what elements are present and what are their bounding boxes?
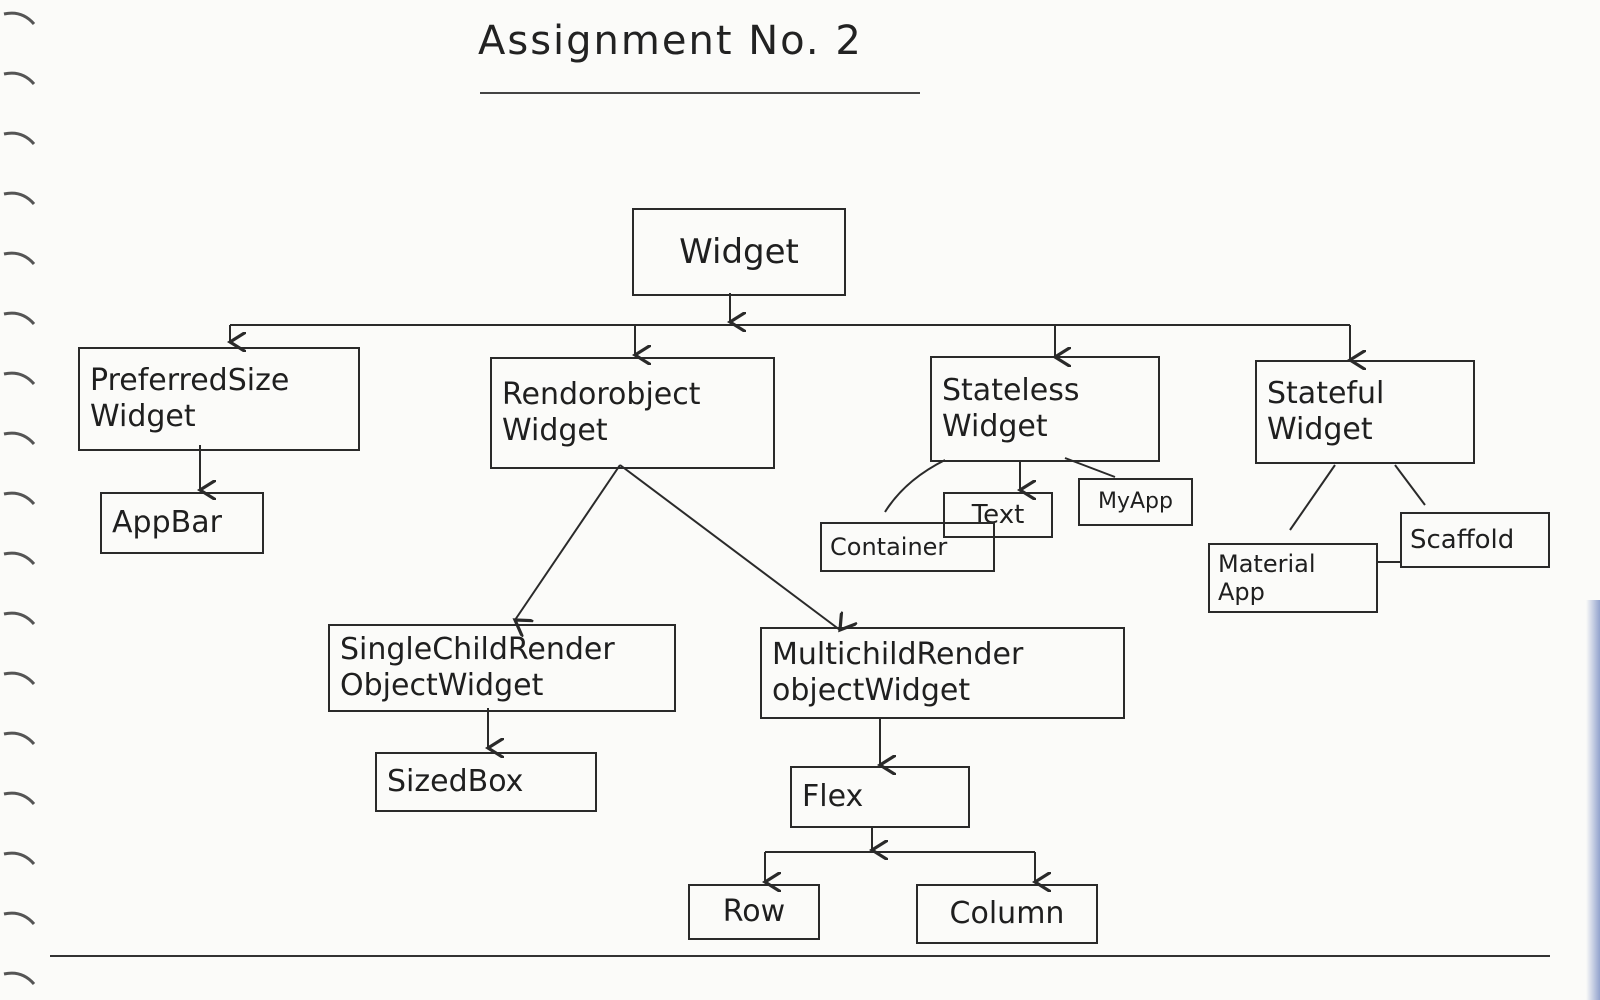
page-bottom-rule [50, 955, 1550, 957]
node-multi-child-render-object-widget: MultichildRender objectWidget [760, 627, 1125, 719]
node-single-child-render-object-widget: SingleChildRender ObjectWidget [328, 624, 676, 712]
title-underline [480, 92, 920, 94]
node-row-label: Row [722, 894, 786, 929]
node-stateful-widget: Stateful Widget [1255, 360, 1475, 464]
node-material-app-label: Material App [1218, 550, 1316, 606]
node-preferred-size-widget: PreferredSize Widget [78, 347, 360, 451]
node-my-app-label: MyApp [1098, 489, 1173, 514]
node-sized-box: SizedBox [375, 752, 597, 812]
node-stateful-widget-label: Stateful Widget [1267, 376, 1385, 447]
node-sized-box-label: SizedBox [387, 764, 524, 799]
node-render-object-widget-label: Rendorobject Widget [502, 377, 701, 448]
node-stateless-widget-label: Stateless Widget [942, 373, 1080, 444]
node-flex: Flex [790, 766, 970, 828]
node-flex-label: Flex [802, 779, 864, 814]
node-my-app: MyApp [1078, 478, 1193, 526]
node-row: Row [688, 884, 820, 940]
node-app-bar-label: AppBar [112, 505, 222, 540]
node-render-object-widget: Rendorobject Widget [490, 357, 775, 469]
node-widget-label: Widget [679, 232, 799, 272]
node-multi-child-label: MultichildRender objectWidget [772, 637, 1024, 708]
node-preferred-size-widget-label: PreferredSize Widget [90, 363, 290, 434]
node-text-label: Text [971, 500, 1025, 530]
node-scaffold-label: Scaffold [1410, 525, 1515, 555]
node-single-child-label: SingleChildRender ObjectWidget [340, 632, 615, 703]
node-column: Column [916, 884, 1098, 944]
node-container-label: Container [830, 533, 948, 561]
node-stateless-widget: Stateless Widget [930, 356, 1160, 462]
node-column-label: Column [949, 896, 1065, 931]
node-scaffold: Scaffold [1400, 512, 1550, 568]
node-widget: Widget [632, 208, 846, 296]
node-material-app: Material App [1208, 543, 1378, 613]
page-edge-shadow [1586, 600, 1600, 1000]
node-app-bar: AppBar [100, 492, 264, 554]
node-container: Container [820, 522, 995, 572]
node-text: Text [943, 492, 1053, 538]
spiral-binding [3, 11, 36, 986]
page-title: Assignment No. 2 [478, 18, 863, 64]
